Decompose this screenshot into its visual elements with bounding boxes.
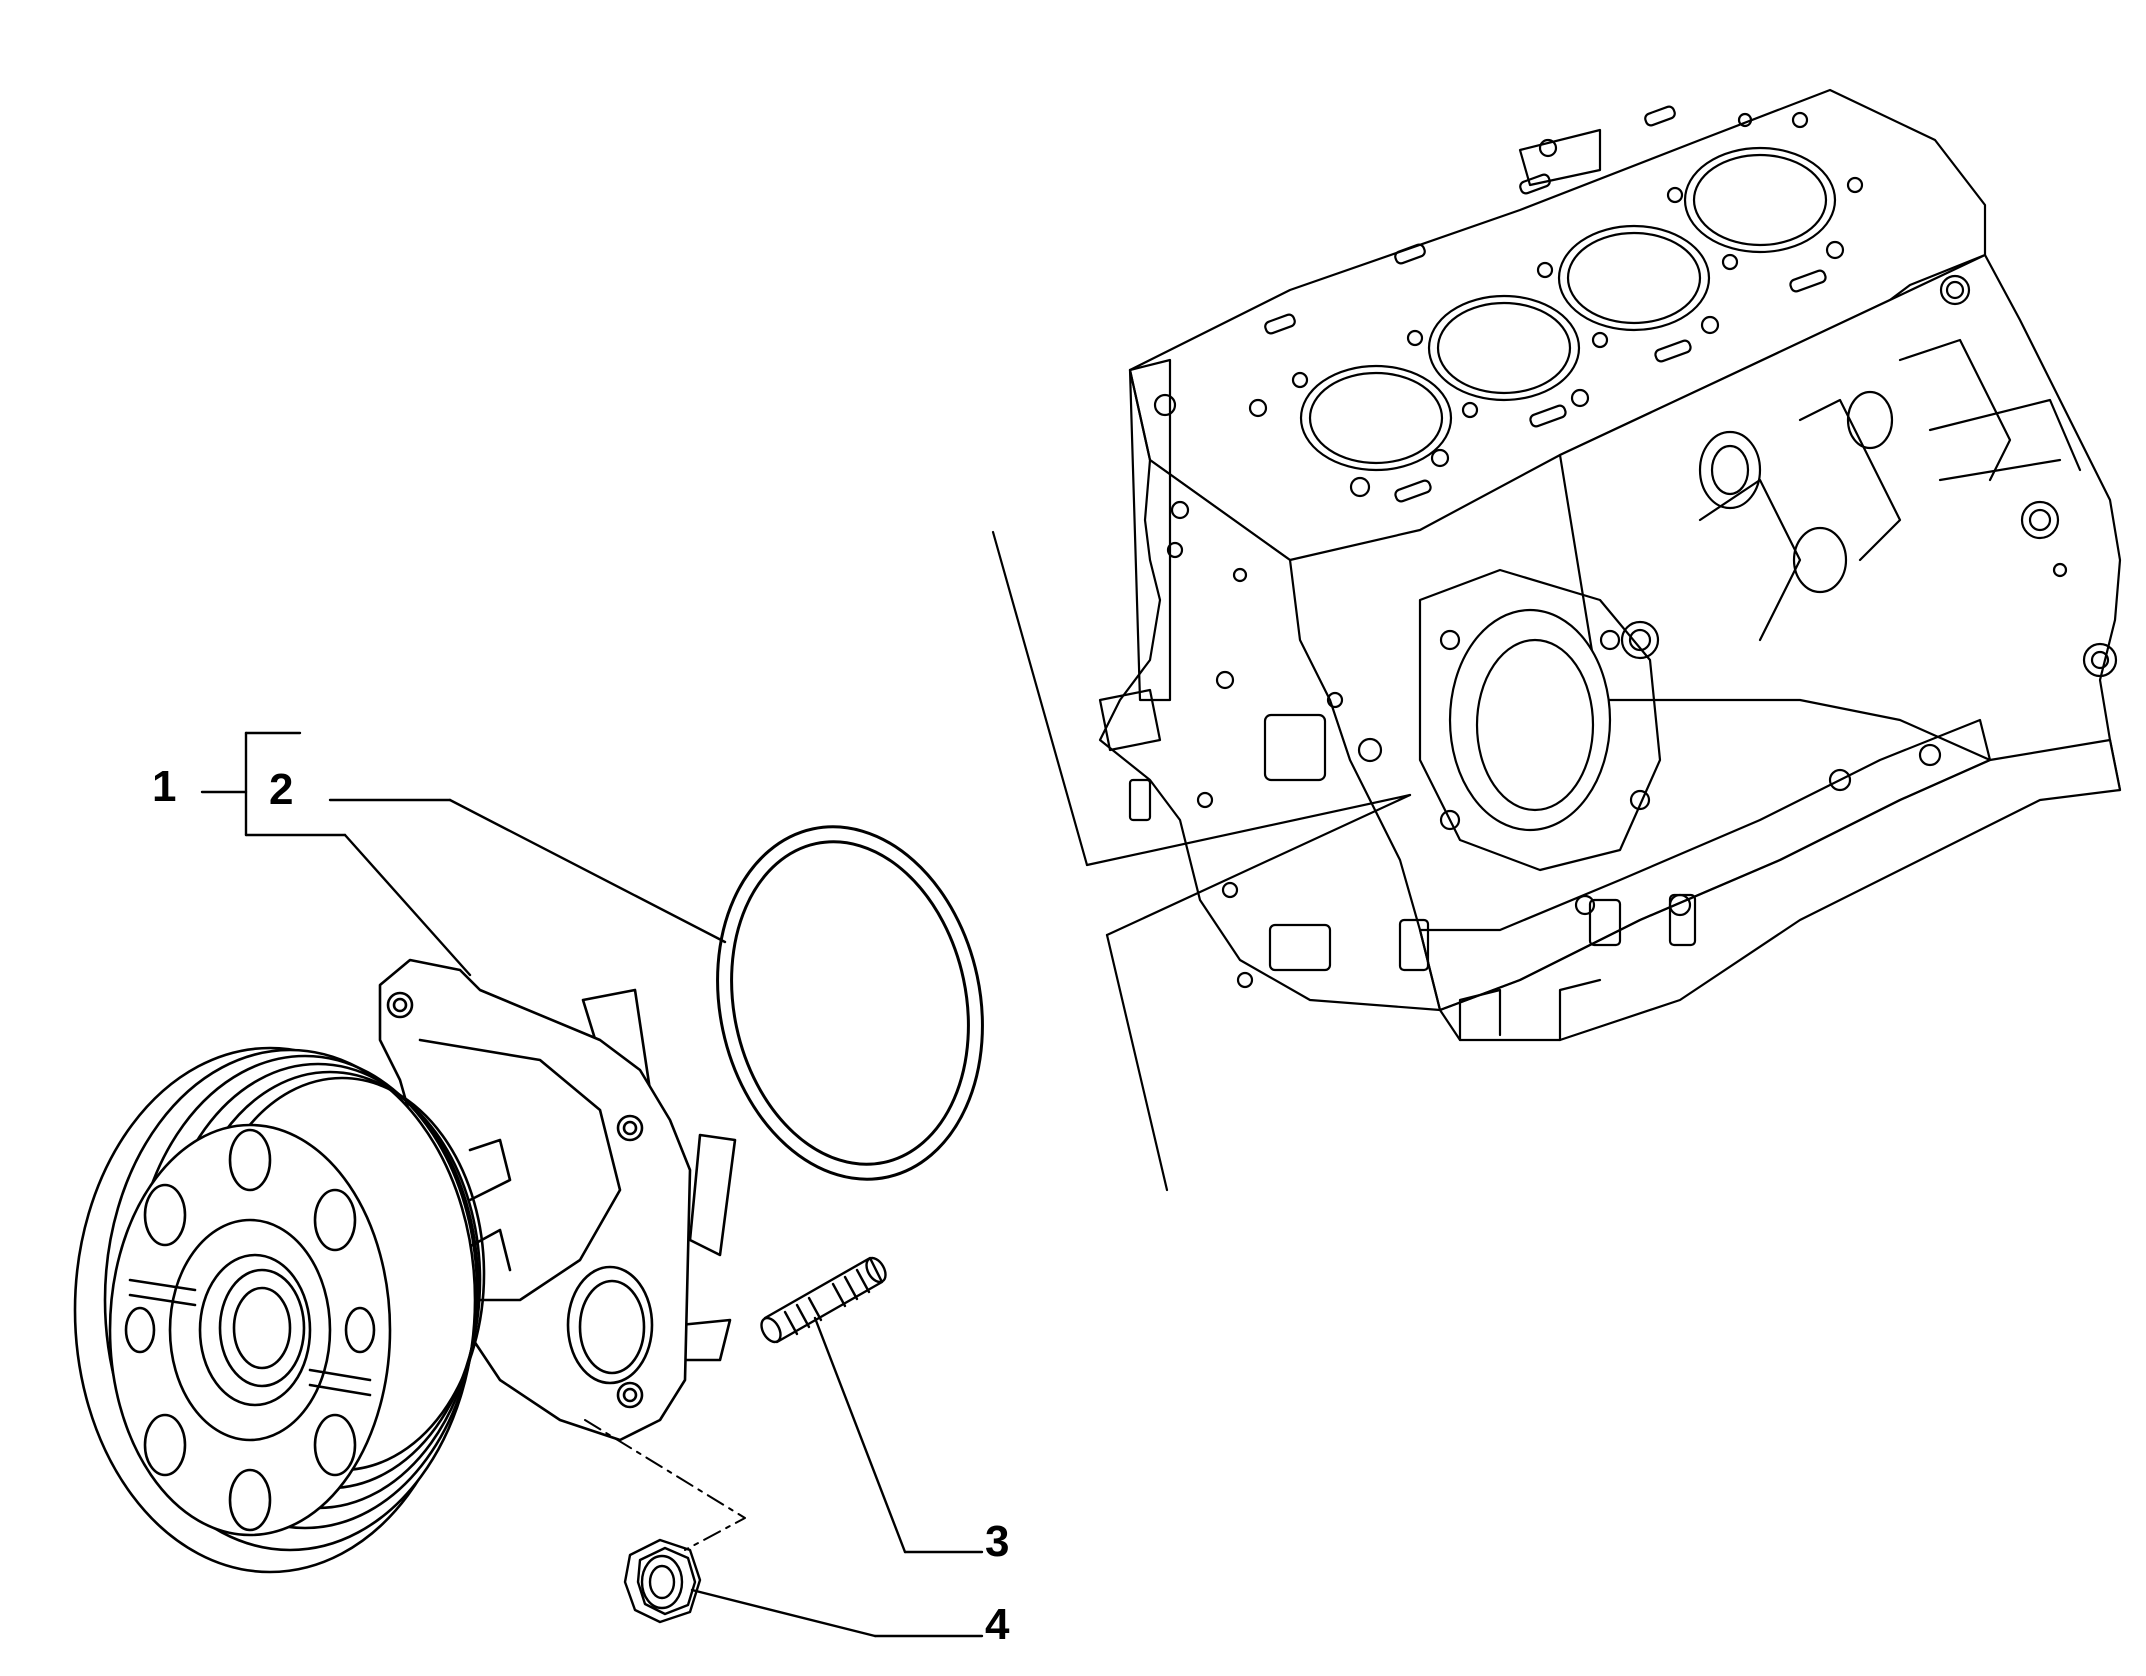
callout-4: 4: [985, 1600, 1010, 1649]
water-pump-icon: [73, 958, 737, 1574]
engine-block-icon: [1098, 88, 2122, 1042]
hex-nut-icon: [623, 1538, 702, 1624]
stud-bolt-icon: [760, 1256, 887, 1344]
callout-3: 3: [985, 1517, 1010, 1566]
assembly-centerline: [584, 1419, 746, 1551]
gasket-ring-icon: [716, 825, 984, 1181]
leader-lines-engine: [991, 530, 1412, 1192]
callout-2: 2: [269, 765, 294, 814]
callout-leaders: [200, 731, 984, 1638]
callout-1: 1: [152, 762, 177, 811]
